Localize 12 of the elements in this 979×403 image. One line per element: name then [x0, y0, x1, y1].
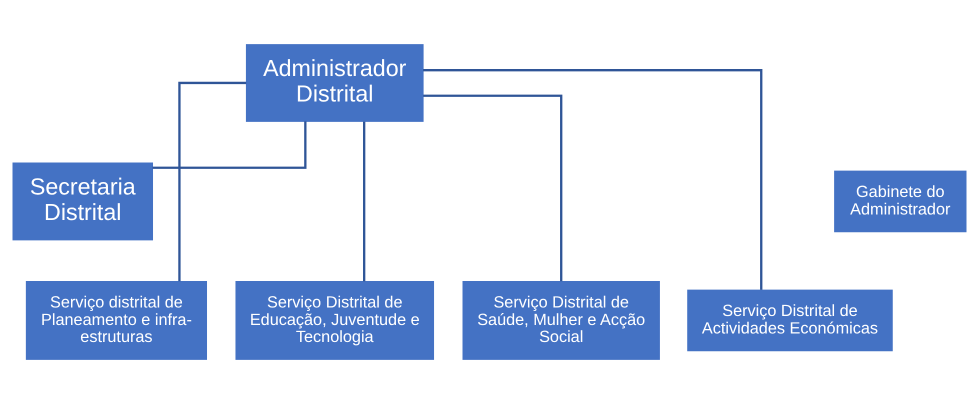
node-box: Serviço Distrital de Educação, Juventude e Tecnologia	[235, 280, 434, 360]
connector	[423, 94, 562, 281]
node-box: Secretaria Distrital	[12, 162, 154, 240]
node-box: Administrador Distrital	[246, 44, 424, 122]
node-box: Gabinete do Administrador	[834, 170, 966, 232]
node-box: Serviço Distrital de Actividades Económicas	[687, 289, 893, 351]
connector	[423, 68, 762, 290]
connector	[152, 120, 306, 168]
node-box: Serviço Distrital de Saúde, Mulher e Acção Social	[462, 280, 660, 360]
node-box: Serviço distrital de Planeamento e infra-estruturas	[26, 280, 208, 360]
connector	[363, 121, 366, 281]
connector	[178, 81, 246, 281]
